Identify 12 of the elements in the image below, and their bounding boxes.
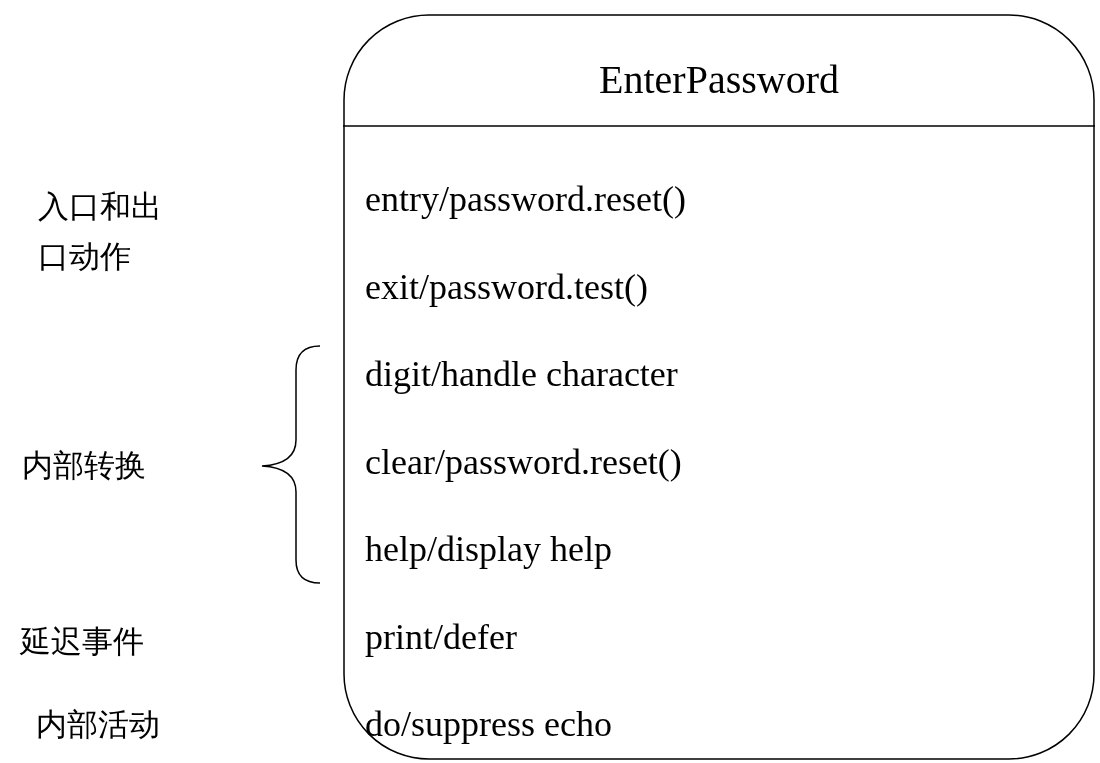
state-name: EnterPassword xyxy=(598,60,840,100)
annotation-label: 内部转换 xyxy=(22,446,147,485)
state-action: exit/password.test() xyxy=(365,268,648,305)
state-action: digit/handle character xyxy=(365,356,678,392)
state-action: help/display help xyxy=(365,531,612,567)
state-action: print/defer xyxy=(365,618,517,655)
annotation-label: 内部活动 xyxy=(36,705,161,744)
state-action: clear/password.reset() xyxy=(365,443,682,480)
annotation-label: 延迟事件 xyxy=(20,622,145,661)
state-action: do/suppress echo xyxy=(365,706,612,742)
annotation-label: 入口和出口动作 xyxy=(38,187,163,276)
state-action: entry/password.reset() xyxy=(365,181,686,217)
